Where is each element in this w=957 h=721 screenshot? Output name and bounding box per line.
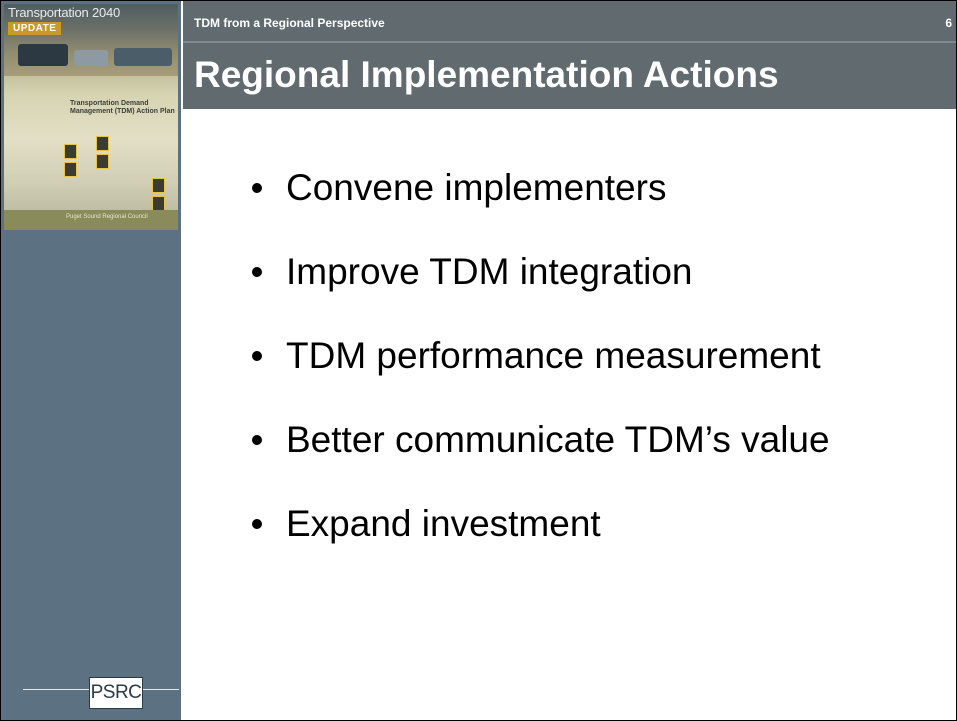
list-item: TDM performance measurement <box>252 335 830 377</box>
list-item: Improve TDM integration <box>252 251 830 293</box>
bullet-icon <box>252 519 262 529</box>
sidebar: Transportation 2040 UPDATE Transportatio… <box>1 1 181 720</box>
slide-number: 6 <box>945 16 952 30</box>
list-item: Convene implementers <box>252 167 830 209</box>
page-title: Regional Implementation Actions <box>194 54 779 95</box>
cover-photo <box>4 4 178 76</box>
car-icon <box>64 162 77 177</box>
bullet-icon <box>252 435 262 445</box>
bullet-icon <box>252 351 262 361</box>
cover-footer-text: Puget Sound Regional Council <box>66 214 148 220</box>
car-shape <box>18 44 68 66</box>
list-item: Expand investment <box>252 503 830 545</box>
header-bar <box>183 1 956 109</box>
cover-footer-bar <box>4 210 178 230</box>
car-shape <box>114 48 172 66</box>
bullet-icon <box>252 183 262 193</box>
ferry-icon <box>152 196 165 211</box>
header-divider <box>183 41 956 43</box>
bullet-icon <box>252 267 262 277</box>
bus-icon <box>64 144 77 159</box>
walk-icon <box>96 154 109 169</box>
cover-plan-title: Transportation Demand Management (TDM) A… <box>70 100 175 115</box>
bullet-text: Convene implementers <box>286 167 667 208</box>
cover-title: Transportation 2040 <box>8 5 121 20</box>
cover-image: Transportation 2040 UPDATE Transportatio… <box>4 4 178 230</box>
bullet-text: Expand investment <box>286 503 601 544</box>
section-label: TDM from a Regional Perspective <box>194 16 385 30</box>
bullet-list: Convene implementers Improve TDM integra… <box>252 167 830 587</box>
psrc-logo: PSRC <box>89 677 143 709</box>
bullet-text: Improve TDM integration <box>286 251 693 292</box>
cover-badge: UPDATE <box>8 22 62 35</box>
car-shape <box>74 50 108 66</box>
train-icon <box>96 136 109 151</box>
plane-icon <box>152 178 165 193</box>
bullet-text: TDM performance measurement <box>286 335 821 376</box>
list-item: Better communicate TDM’s value <box>252 419 830 461</box>
bullet-text: Better communicate TDM’s value <box>286 419 830 460</box>
